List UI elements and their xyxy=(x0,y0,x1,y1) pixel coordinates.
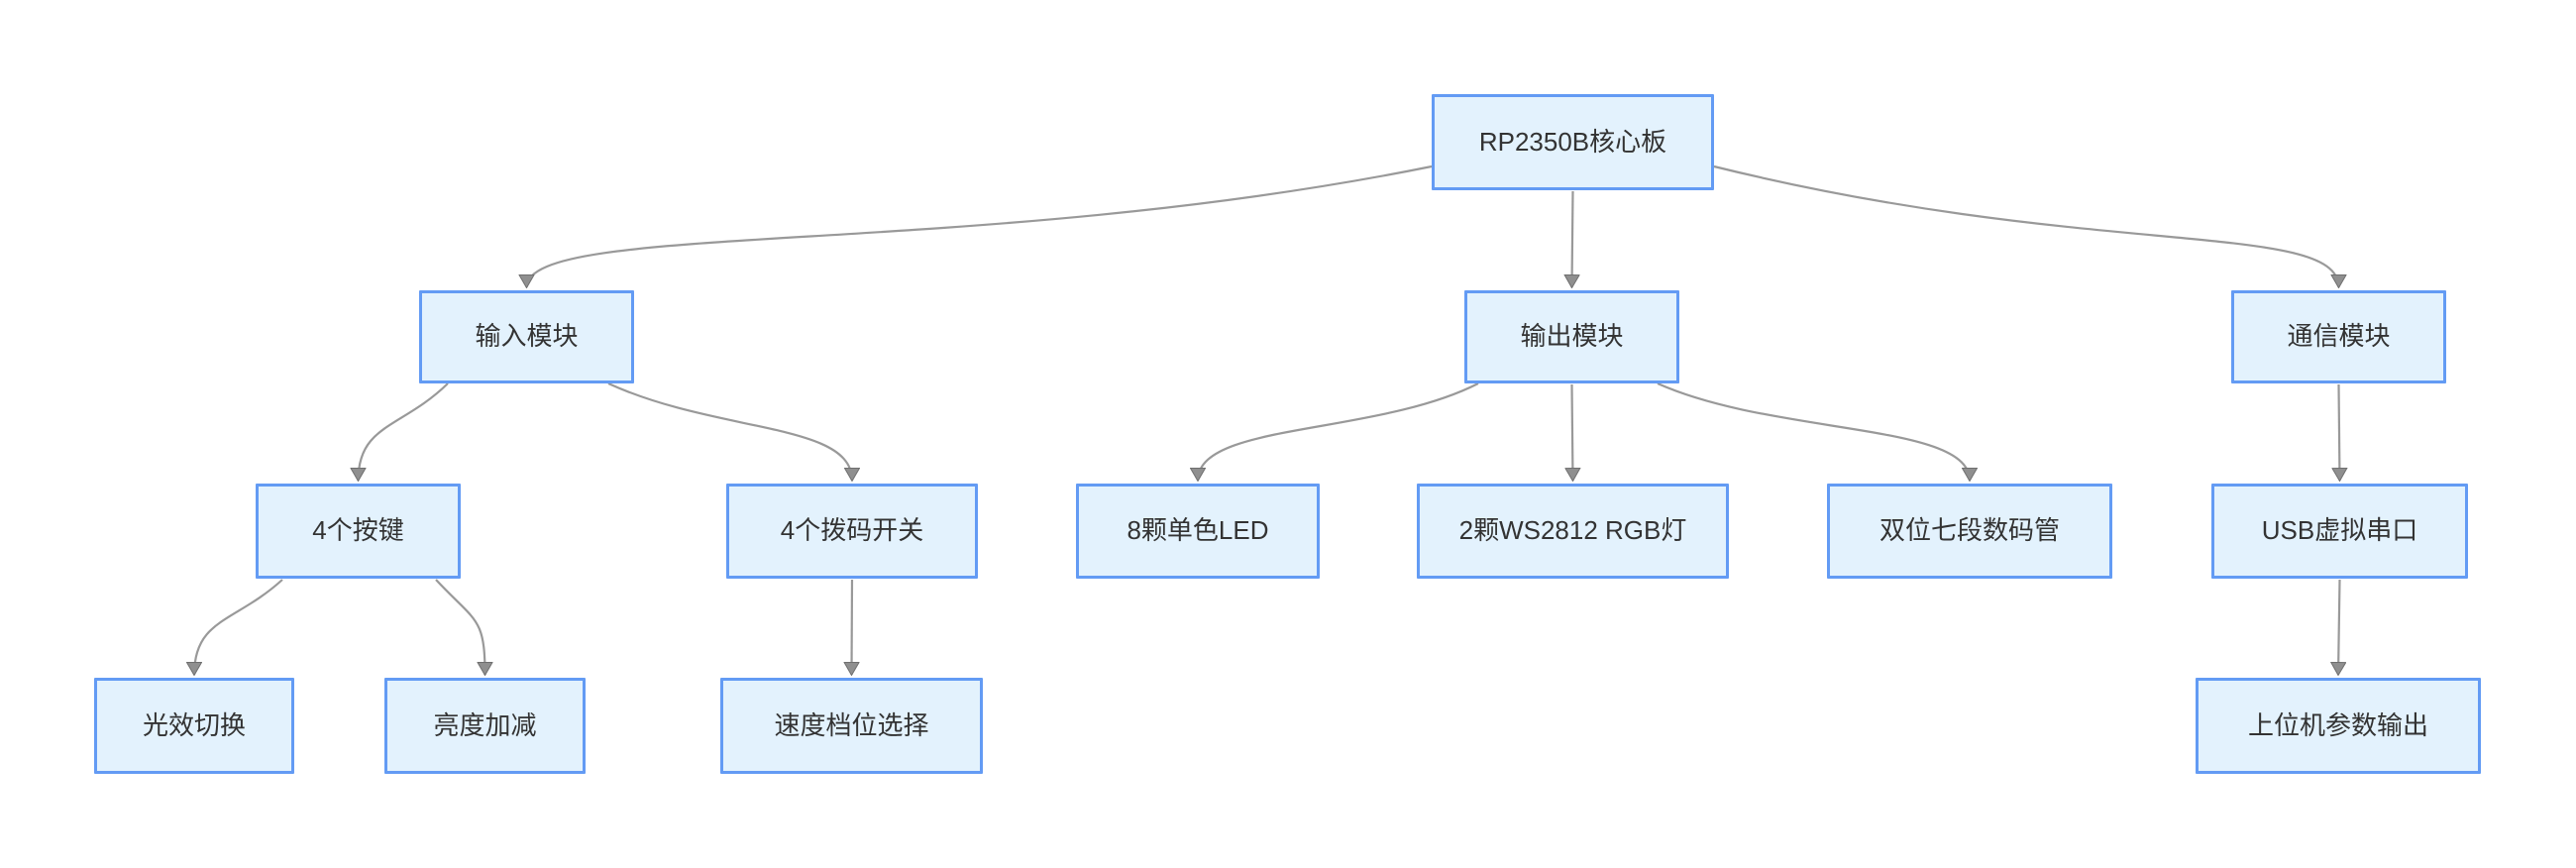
edge-input-dip xyxy=(607,381,852,481)
node-core-board: RP2350B核心板 xyxy=(1432,94,1714,190)
node-core-board-label: RP2350B核心板 xyxy=(1478,126,1667,157)
node-speed-gear-select: 速度档位选择 xyxy=(720,678,983,774)
node-host-param-output-label: 上位机参数输出 xyxy=(2247,709,2428,740)
edge-input-keys xyxy=(359,382,449,481)
node-input-module-label: 输入模块 xyxy=(475,321,579,352)
node-light-effect-switch: 光效切换 xyxy=(94,678,294,774)
node-usb-serial-label: USB虚拟串口 xyxy=(2261,515,2418,546)
edge-core-input xyxy=(527,164,1433,287)
edge-core-comm xyxy=(1713,164,2339,287)
node-4-dip-switches-label: 4个拨码开关 xyxy=(780,515,924,546)
node-light-effect-switch-label: 光效切换 xyxy=(142,709,246,740)
node-8-leds-label: 8颗单色LED xyxy=(1127,515,1269,546)
edge-core-output xyxy=(1572,190,1573,287)
node-4-dip-switches: 4个拨码开关 xyxy=(726,484,978,579)
edge-keys-brightness xyxy=(435,579,485,675)
node-input-module: 输入模块 xyxy=(419,290,634,383)
edge-usb-host xyxy=(2338,579,2340,675)
node-host-param-output: 上位机参数输出 xyxy=(2196,678,2481,774)
node-ws2812-rgb-label: 2颗WS2812 RGB灯 xyxy=(1458,515,1687,546)
edge-comm-usb xyxy=(2339,383,2340,481)
edge-output-led xyxy=(1198,382,1479,481)
node-seven-segment: 双位七段数码管 xyxy=(1827,484,2112,579)
node-comm-module-label: 通信模块 xyxy=(2287,321,2391,352)
node-output-module: 输出模块 xyxy=(1464,290,1679,383)
edge-keys-lightfx xyxy=(194,579,283,675)
node-brightness-adjust: 亮度加减 xyxy=(384,678,586,774)
node-4-keys: 4个按键 xyxy=(256,484,461,579)
node-ws2812-rgb: 2颗WS2812 RGB灯 xyxy=(1417,484,1729,579)
node-4-keys-label: 4个按键 xyxy=(312,515,404,546)
node-seven-segment-label: 双位七段数码管 xyxy=(1878,515,2060,546)
node-comm-module: 通信模块 xyxy=(2231,290,2446,383)
node-brightness-adjust-label: 亮度加减 xyxy=(433,709,537,740)
edge-dip-speed xyxy=(852,579,853,675)
node-speed-gear-select-label: 速度档位选择 xyxy=(774,709,929,740)
edge-output-ws2812 xyxy=(1572,383,1573,481)
node-8-leds: 8颗单色LED xyxy=(1076,484,1320,579)
node-usb-serial: USB虚拟串口 xyxy=(2211,484,2468,579)
edge-output-sevenseg xyxy=(1657,381,1970,481)
node-output-module-label: 输出模块 xyxy=(1520,321,1624,352)
